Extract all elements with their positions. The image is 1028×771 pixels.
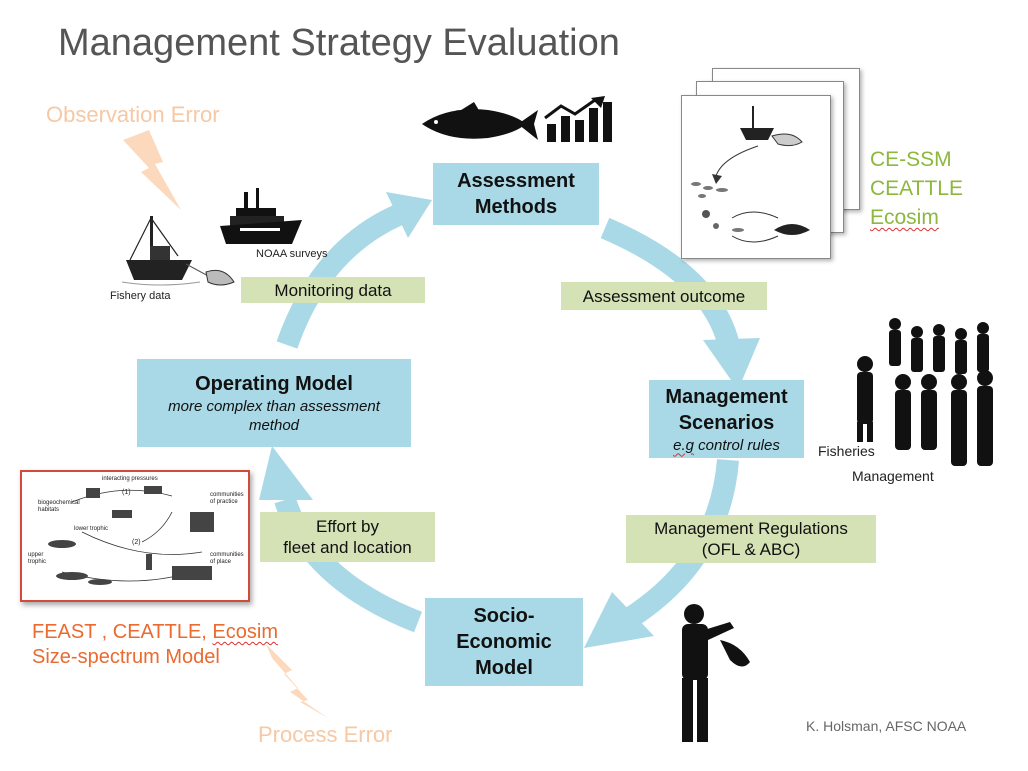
model-card-front: [681, 95, 831, 259]
socio-economic-node: Socio- Economic Model: [425, 598, 583, 686]
bar-chart-icon: [544, 96, 612, 142]
feast-trophic: trophic: [28, 559, 46, 565]
management-scenarios-node: Management Scenarios e.g control rules: [649, 380, 804, 458]
feast-cop1: communities: [210, 492, 244, 498]
fisheries-label: Fisheries: [818, 443, 875, 459]
feast-header: interacting pressures: [102, 476, 158, 482]
regulations-line2: (OFL & ABC): [701, 540, 801, 559]
feast-copl2: of place: [210, 559, 232, 565]
credit-text: K. Holsman, AFSC NOAA: [806, 718, 967, 734]
regulations-line1: Management Regulations: [654, 519, 848, 538]
model-ecosim: Ecosim: [870, 206, 939, 229]
fisher-silhouette-icon: [682, 604, 750, 742]
process-error-label: Process Error: [258, 722, 393, 747]
feast-n2: (2): [132, 539, 141, 546]
effort-label: Effort by fleet and location: [260, 512, 435, 562]
management-regulations-label: Management Regulations (OFL & ABC): [626, 515, 876, 563]
arrowhead-socio: [584, 592, 654, 648]
monitoring-data-label: Monitoring data: [241, 277, 425, 303]
feast-copl1: communities: [210, 552, 244, 558]
food-web-icon: [691, 106, 810, 243]
assessment-methods-node: Assessment Methods: [433, 163, 599, 225]
management-line2: Scenarios: [678, 411, 775, 434]
management-sub-rest: control rules: [693, 436, 780, 454]
operating-sub: more complex than assessment method: [168, 398, 380, 434]
fishing-vessel-icon: [121, 216, 235, 286]
fishery-data-label: Fishery data: [110, 290, 171, 302]
assessment-line1: Assessment: [457, 170, 575, 192]
feast-upper: upper: [28, 552, 43, 558]
research-ship-icon: [220, 188, 302, 244]
lightning-icon: [123, 130, 181, 210]
operating-model-node: Operating Model more complex than assess…: [137, 359, 411, 447]
page-title: Management Strategy Evaluation: [58, 22, 620, 64]
arrowhead-assessment: [386, 192, 432, 238]
feast-figure: interacting pressures biogeochemical hab…: [28, 476, 244, 585]
feast-diagram: interacting pressures biogeochemical hab…: [20, 470, 250, 602]
feast-habitats: habitats: [38, 507, 59, 513]
feast-biogeo: biogeochemical: [38, 500, 80, 506]
feast-n1: (1): [122, 489, 131, 496]
management-line1: Management: [665, 385, 788, 408]
feast-lower: lower trophic: [74, 526, 108, 532]
noaa-surveys-label: NOAA surveys: [256, 248, 328, 260]
assessment-outcome-label: Assessment outcome: [561, 282, 767, 310]
socio-line1: Socio-: [473, 605, 535, 627]
management-sub-prefix: e.g: [673, 436, 694, 454]
management-people-label: Management: [852, 468, 934, 484]
people-silhouettes-icon: [857, 318, 993, 466]
lightning-icon: [266, 644, 328, 718]
socio-line2: Economic: [456, 631, 552, 653]
fish-icon: [422, 102, 538, 140]
effort-line1: Effort by: [316, 517, 379, 536]
model-ce-ssm: CE-SSM: [870, 148, 952, 171]
assessment-line2: Methods: [474, 196, 558, 218]
models-bottom-ecosim: Ecosim: [212, 621, 278, 643]
socio-line3: Model: [475, 657, 533, 679]
arrow-operating-to-assessment: [276, 204, 403, 349]
effort-line2: fleet and location: [283, 538, 412, 557]
observation-error-label: Observation Error: [46, 102, 220, 127]
models-list-bottom: FEAST , CEATTLE, Ecosim Size-spectrum Mo…: [32, 620, 278, 670]
models-list-top: CE-SSM CEATTLE Ecosim: [870, 145, 963, 232]
models-bottom-line1: FEAST , CEATTLE,: [32, 621, 213, 643]
models-bottom-line2: Size-spectrum Model: [32, 646, 220, 668]
arrowhead-management: [703, 338, 760, 390]
model-ceattle: CEATTLE: [870, 177, 963, 200]
arrowhead-operating: [259, 446, 313, 500]
feast-cop2: of practice: [210, 499, 238, 505]
operating-title: Operating Model: [195, 373, 353, 395]
